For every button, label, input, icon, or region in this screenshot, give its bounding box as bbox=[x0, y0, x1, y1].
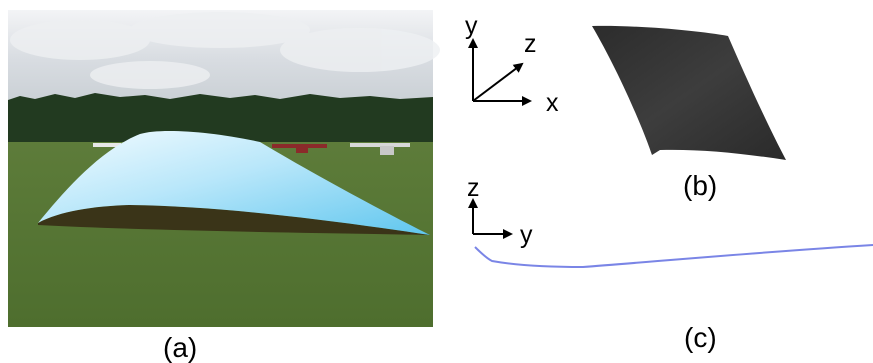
axes-xyz: y z x bbox=[465, 12, 559, 117]
axes-zy: z y bbox=[467, 174, 533, 249]
panel-label-b: (b) bbox=[683, 170, 717, 201]
panel-label-a: (a) bbox=[163, 332, 197, 363]
axis-label-z: z bbox=[524, 30, 537, 58]
z-axis-arrow bbox=[472, 62, 524, 102]
photo-panel bbox=[8, 10, 440, 327]
axis-label-z-2: z bbox=[467, 174, 480, 202]
distant-aircraft bbox=[93, 143, 410, 155]
panel-label-c: (c) bbox=[684, 322, 717, 353]
axis-label-x: x bbox=[546, 89, 559, 117]
wing-profile-line bbox=[474, 244, 873, 269]
clouds bbox=[10, 12, 440, 89]
axis-label-y: y bbox=[465, 12, 478, 40]
wing-top-surface bbox=[38, 130, 430, 235]
axis-label-y-2: y bbox=[520, 221, 533, 249]
treeline bbox=[8, 93, 433, 142]
wing-underside bbox=[38, 205, 430, 235]
deformed-surface bbox=[592, 25, 786, 161]
